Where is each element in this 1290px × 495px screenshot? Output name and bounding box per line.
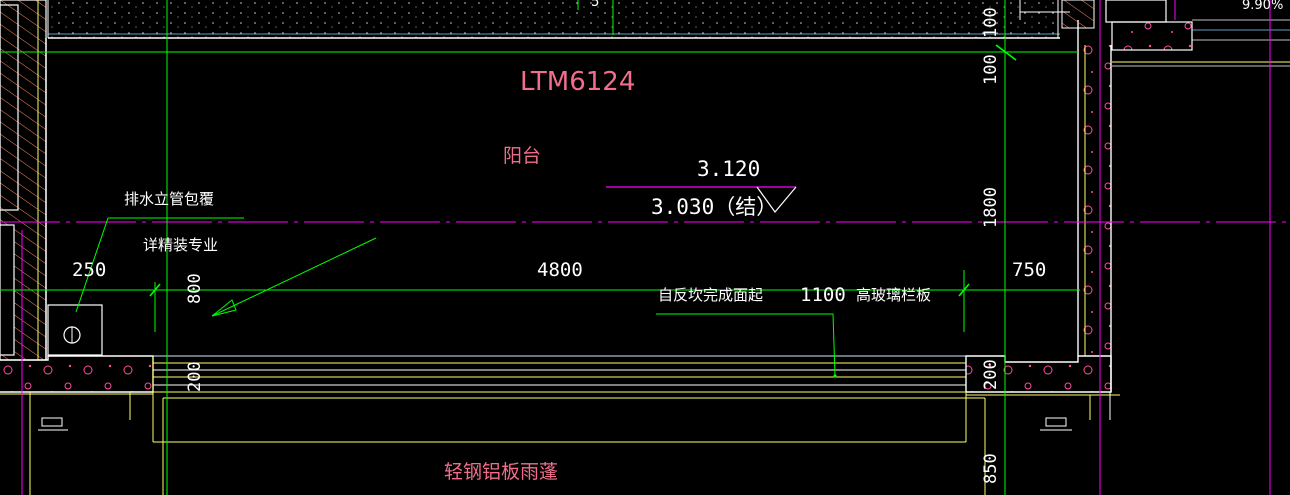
dim-left-offset: 250 [72, 259, 106, 281]
top-slab [47, 0, 1060, 39]
top-right-fragment: 9.90% [1242, 0, 1283, 13]
window-code: LTM6124 [520, 67, 635, 97]
room-name: 阳台 [503, 145, 541, 167]
left-wall [0, 0, 47, 361]
dim-right-offset: 750 [1012, 259, 1046, 281]
bottom-slab [0, 355, 1120, 396]
top-fragment: 5 [591, 0, 599, 10]
canopy-label: 轻钢铝板雨蓬 [444, 461, 558, 483]
dim-right-top: 100 [981, 7, 1001, 38]
pipe-note-leader [75, 217, 377, 317]
dim-left-bottom-vertical: 200 [185, 361, 205, 392]
level-structure: 3.030（结） [651, 195, 777, 219]
dim-left-vertical: 800 [185, 273, 205, 304]
dim-right-lower: 850 [981, 453, 1001, 484]
railing-note-right: 高玻璃栏板 [856, 286, 931, 304]
railing-height: 1100 [800, 284, 846, 306]
railing-note-left: 自反坎完成面起 [658, 286, 763, 304]
base-plates [38, 417, 1072, 431]
railing-note-leader [656, 313, 837, 378]
dim-right-upper: 100 [981, 54, 1001, 85]
dim-right-bottom: 200 [981, 359, 1001, 390]
level-finish: 3.120 [697, 157, 760, 181]
pipe-note-line1: 排水立管包覆 [124, 190, 214, 208]
dim-span: 4800 [537, 259, 583, 281]
level-marker [606, 186, 797, 213]
dim-right-middle: 1800 [981, 187, 1001, 228]
pipe-note-line2: 详精装专业 [143, 236, 218, 254]
right-wall [1019, 0, 1290, 392]
drain-pipe-box [47, 304, 103, 356]
balcony-edge-lines [29, 355, 1111, 495]
